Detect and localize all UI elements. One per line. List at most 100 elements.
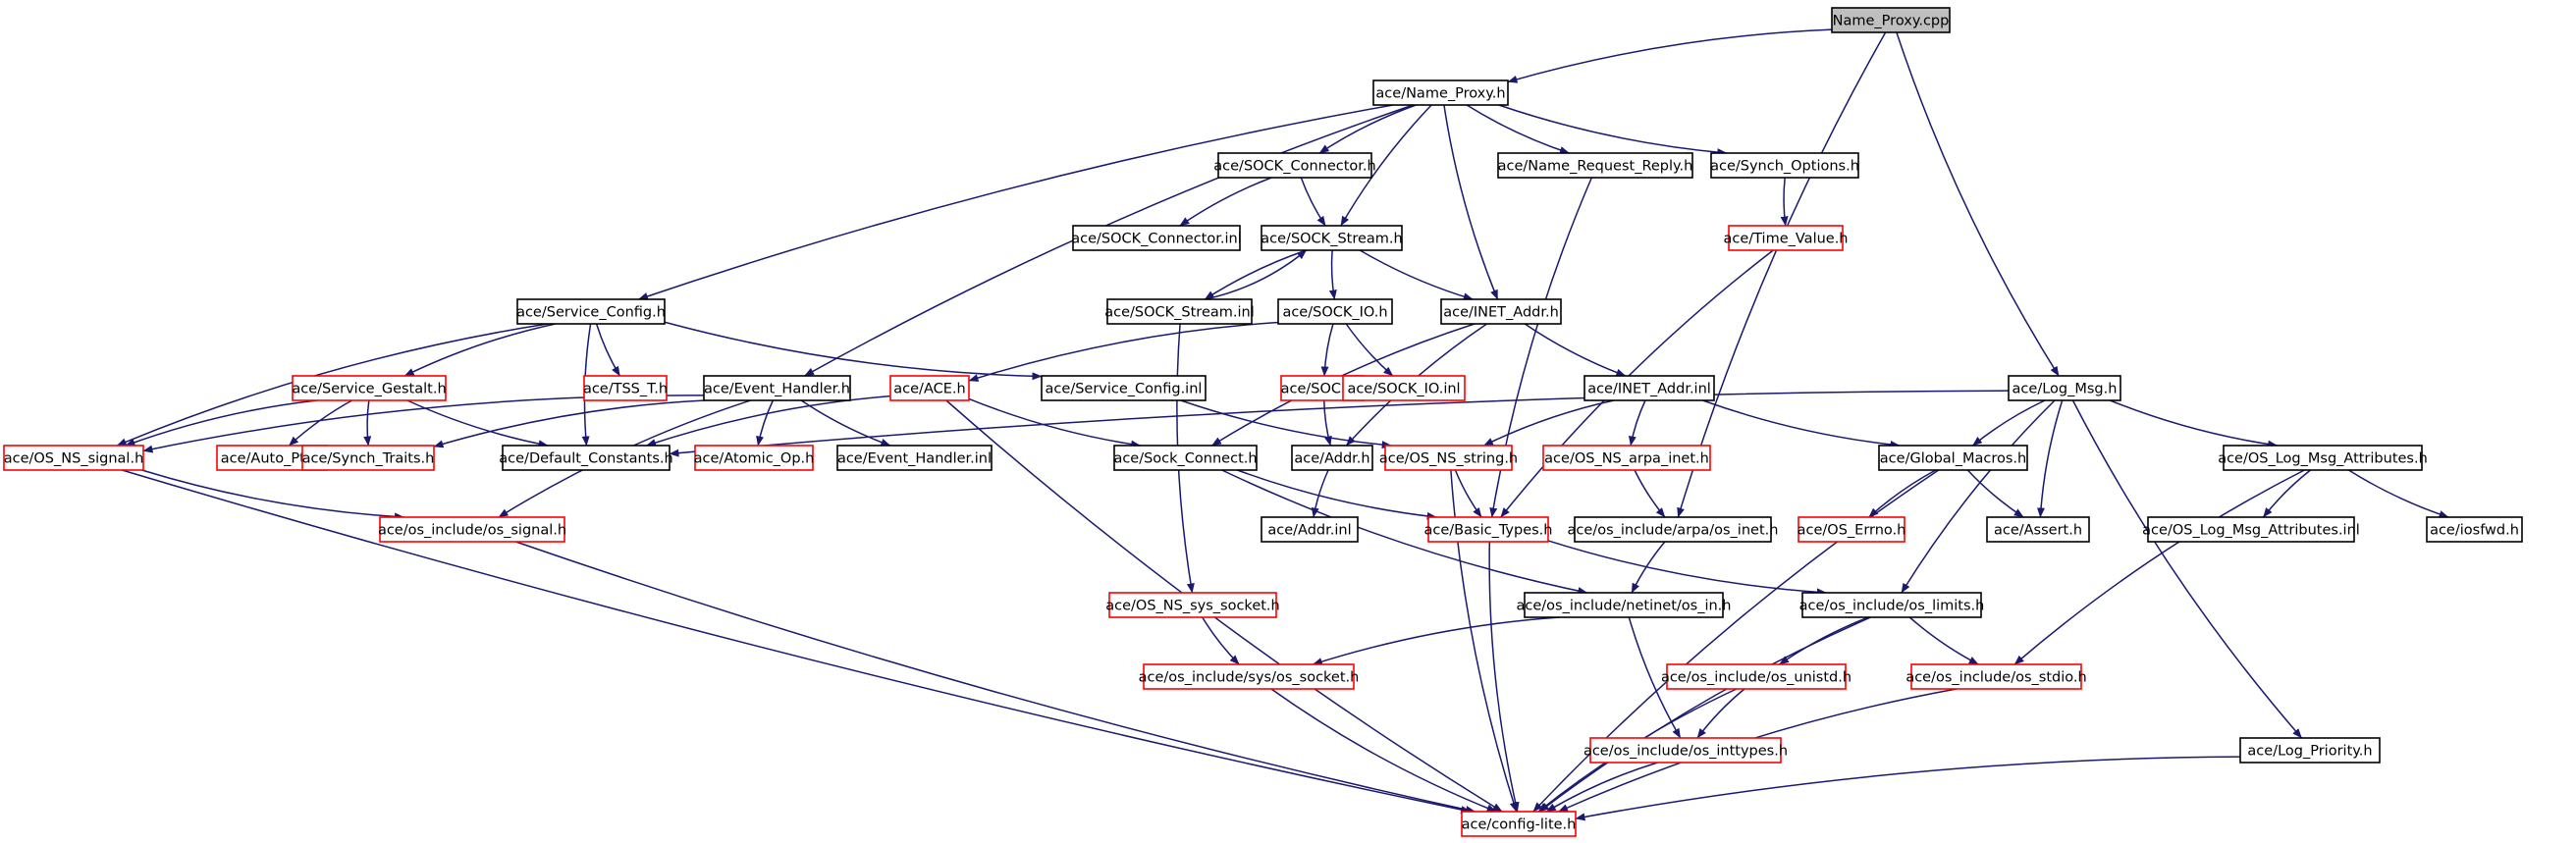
node-os_ns_signal_h[interactable]: ace/OS_NS_signal.h [3,445,144,471]
node-ace_h[interactable]: ace/ACE.h [889,375,970,401]
node-os_ns_string_h[interactable]: ace/OS_NS_string.h [1379,445,1518,471]
edge-sock_io_h-to-sock_io_inl [1345,323,1394,377]
node-log_msg_h[interactable]: ace/Log_Msg.h [2008,375,2121,401]
node-os_include_netinet_os_in_h[interactable]: ace/os_include/netinet/os_in.h [1517,592,1732,618]
node-os_include_os_signal_h[interactable]: ace/os_include/os_signal.h [378,516,566,543]
node-box [1261,225,1403,251]
edge-os_include_os_unistd_h-to-os_include_os_inttypes_h [1696,688,1745,739]
node-inet_addr_h[interactable]: ace/INET_Addr.h [1440,298,1562,325]
edge-os_ns_sys_socket_h-to-os_include_sys_os_socket_h [1202,616,1240,665]
node-sock_io_h[interactable]: ace/SOCK_IO.h [1277,298,1393,325]
node-name_proxy_cpp[interactable]: Name_Proxy.cpp [1831,7,1951,33]
node-label: ace/Basic_Types.h [1424,523,1553,539]
node-box [1710,152,1859,179]
node-box [1497,152,1693,179]
node-config_lite_h[interactable]: ace/config-lite.h [1461,811,1577,837]
edge-inet_addr_inl-to-global_macros_h [1702,399,1901,448]
node-addr_inl[interactable]: ace/Addr.inl [1261,516,1359,543]
node-box [889,375,970,401]
node-os_include_os_stdio_h[interactable]: ace/os_include/os_stdio.h [1905,663,2087,690]
node-name_proxy_h[interactable]: ace/Name_Proxy.h [1372,79,1509,106]
node-atomic_op_h[interactable]: ace/Atomic_Op.h [694,445,815,471]
node-label: ace/SOCK_Connector.inl [1071,232,1241,247]
node-os_ns_arpa_inet_h[interactable]: ace/OS_NS_arpa_inet.h [1542,445,1711,471]
edge-sock_connect_h-to-os_include_netinet_os_in_h [1221,469,1588,595]
edge-os_log_msg_attributes_h-to-os_log_msg_attributes_inl [2262,469,2311,518]
node-label: ace/Service_Gestalt.h [292,382,446,397]
node-os_include_arpa_os_inet_h[interactable]: ace/os_include/arpa/os_inet.h [1568,516,1779,543]
node-time_value_h[interactable]: ace/Time_Value.h [1723,225,1849,251]
node-box [502,445,671,471]
node-basic_types_h[interactable]: ace/Basic_Types.h [1424,516,1553,543]
node-log_priority_h[interactable]: ace/Log_Priority.h [2239,737,2381,764]
node-os_errno_h[interactable]: ace/OS_Errno.h [1798,516,1906,543]
node-sock_connector_h[interactable]: ace/SOCK_Connector.h [1213,152,1376,179]
node-label: ace/Event_Handler.h [704,382,850,397]
node-os_ns_sys_socket_h[interactable]: ace/OS_NS_sys_socket.h [1105,592,1280,618]
node-label: ace/OS_Errno.h [1798,523,1906,539]
edge-log_priority_h-to-config_lite_h [1575,756,2241,821]
edge-os_ns_arpa_inet_h-to-os_include_arpa_os_inet_h [1634,469,1666,518]
node-os_include_os_limits_h[interactable]: ace/os_include/os_limits.h [1799,592,1985,618]
node-sock_stream_h[interactable]: ace/SOCK_Stream.h [1261,225,1403,251]
node-box [1798,516,1905,543]
node-tss_t_h[interactable]: ace/TSS_T.h [583,375,668,401]
node-label: ace/Time_Value.h [1723,232,1848,247]
node-label: ace/os_include/arpa/os_inet.h [1568,523,1779,539]
node-label: ace/INET_Addr.inl [1587,382,1711,397]
node-label: ace/Atomic_Op.h [694,451,815,467]
node-event_handler_inl[interactable]: ace/Event_Handler.inl [836,445,993,471]
node-os_include_os_unistd_h[interactable]: ace/os_include/os_unistd.h [1661,663,1852,690]
node-os_log_msg_attributes_h[interactable]: ace/OS_Log_Msg_Attributes.h [2218,445,2428,471]
node-label: ace/Synch_Options.h [1710,159,1859,175]
edge-synch_options_h-to-time_value_h [1780,177,1789,227]
node-box [2008,375,2121,401]
node-label: ace/Name_Request_Reply.h [1498,159,1693,175]
edge-name_proxy_h-to-inet_addr_h [1443,104,1499,300]
node-box [1831,7,1951,33]
edge-sock_h-to-addr_h [1323,399,1332,447]
node-inet_addr_inl[interactable]: ace/INET_Addr.inl [1583,375,1715,401]
node-os_log_msg_attributes_inl[interactable]: ace/OS_Log_Msg_Attributes.inl [2142,516,2360,543]
edge-log_msg_h-to-assert_h [2036,399,2064,518]
edge-service_config_h-to-service_gestalt_h [403,323,556,377]
node-service_config_inl[interactable]: ace/Service_Config.inl [1041,375,1207,401]
edge-sock_stream_h-to-inet_addr_h [1359,249,1474,301]
node-box [1666,663,1847,690]
edge-basic_types_h-to-config_lite_h [1488,541,1520,813]
node-name_request_reply_h[interactable]: ace/Name_Request_Reply.h [1497,152,1693,179]
edge-sock_io_h-to-ace_h [968,321,1279,382]
node-synch_traits_h[interactable]: ace/Synch_Traits.h [301,445,435,471]
node-box [1461,811,1577,837]
node-os_include_os_inttypes_h[interactable]: ace/os_include/os_inttypes.h [1583,737,1788,764]
edge-event_handler_h-to-atomic_op_h [756,399,775,447]
node-label: ace/Global_Macros.h [1880,451,2026,467]
node-box [2426,516,2523,543]
node-event_handler_h[interactable]: ace/Event_Handler.h [703,375,851,401]
edge-ace_h-to-sock_connect_h [968,397,1142,448]
node-synch_options_h[interactable]: ace/Synch_Options.h [1710,152,1859,179]
node-sock_connect_h[interactable]: ace/Sock_Connect.h [1113,445,1258,471]
node-default_constants_h[interactable]: ace/Default_Constants.h [499,445,673,471]
node-os_include_sys_os_socket_h[interactable]: ace/os_include/sys/os_socket.h [1139,663,1360,690]
node-sock_io_inl[interactable]: ace/SOCK_IO.inl [1342,375,1466,401]
node-addr_h[interactable]: ace/Addr.h [1291,445,1373,471]
node-label: ace/Default_Constants.h [499,451,672,467]
node-sock_connector_inl[interactable]: ace/SOCK_Connector.inl [1071,225,1242,251]
node-sock_stream_inl[interactable]: ace/SOCK_Stream.inl [1104,298,1255,325]
edge-os_include_sys_os_socket_h-to-config_lite_h [1270,688,1497,813]
node-box [694,445,814,471]
node-box [583,375,668,401]
node-box [1583,375,1715,401]
node-label: ace/iosfwd.h [2430,523,2519,539]
node-label: ace/Assert.h [1994,523,2082,539]
node-global_macros_h[interactable]: ace/Global_Macros.h [1878,445,2028,471]
node-assert_h[interactable]: ace/Assert.h [1986,516,2090,543]
node-box [1589,737,1782,764]
node-box [516,298,666,325]
node-service_gestalt_h[interactable]: ace/Service_Gestalt.h [292,375,447,401]
node-box [1277,298,1393,325]
node-box [3,445,144,471]
node-service_config_h[interactable]: ace/Service_Config.h [516,298,666,325]
node-iosfwd_h[interactable]: ace/iosfwd.h [2426,516,2523,543]
